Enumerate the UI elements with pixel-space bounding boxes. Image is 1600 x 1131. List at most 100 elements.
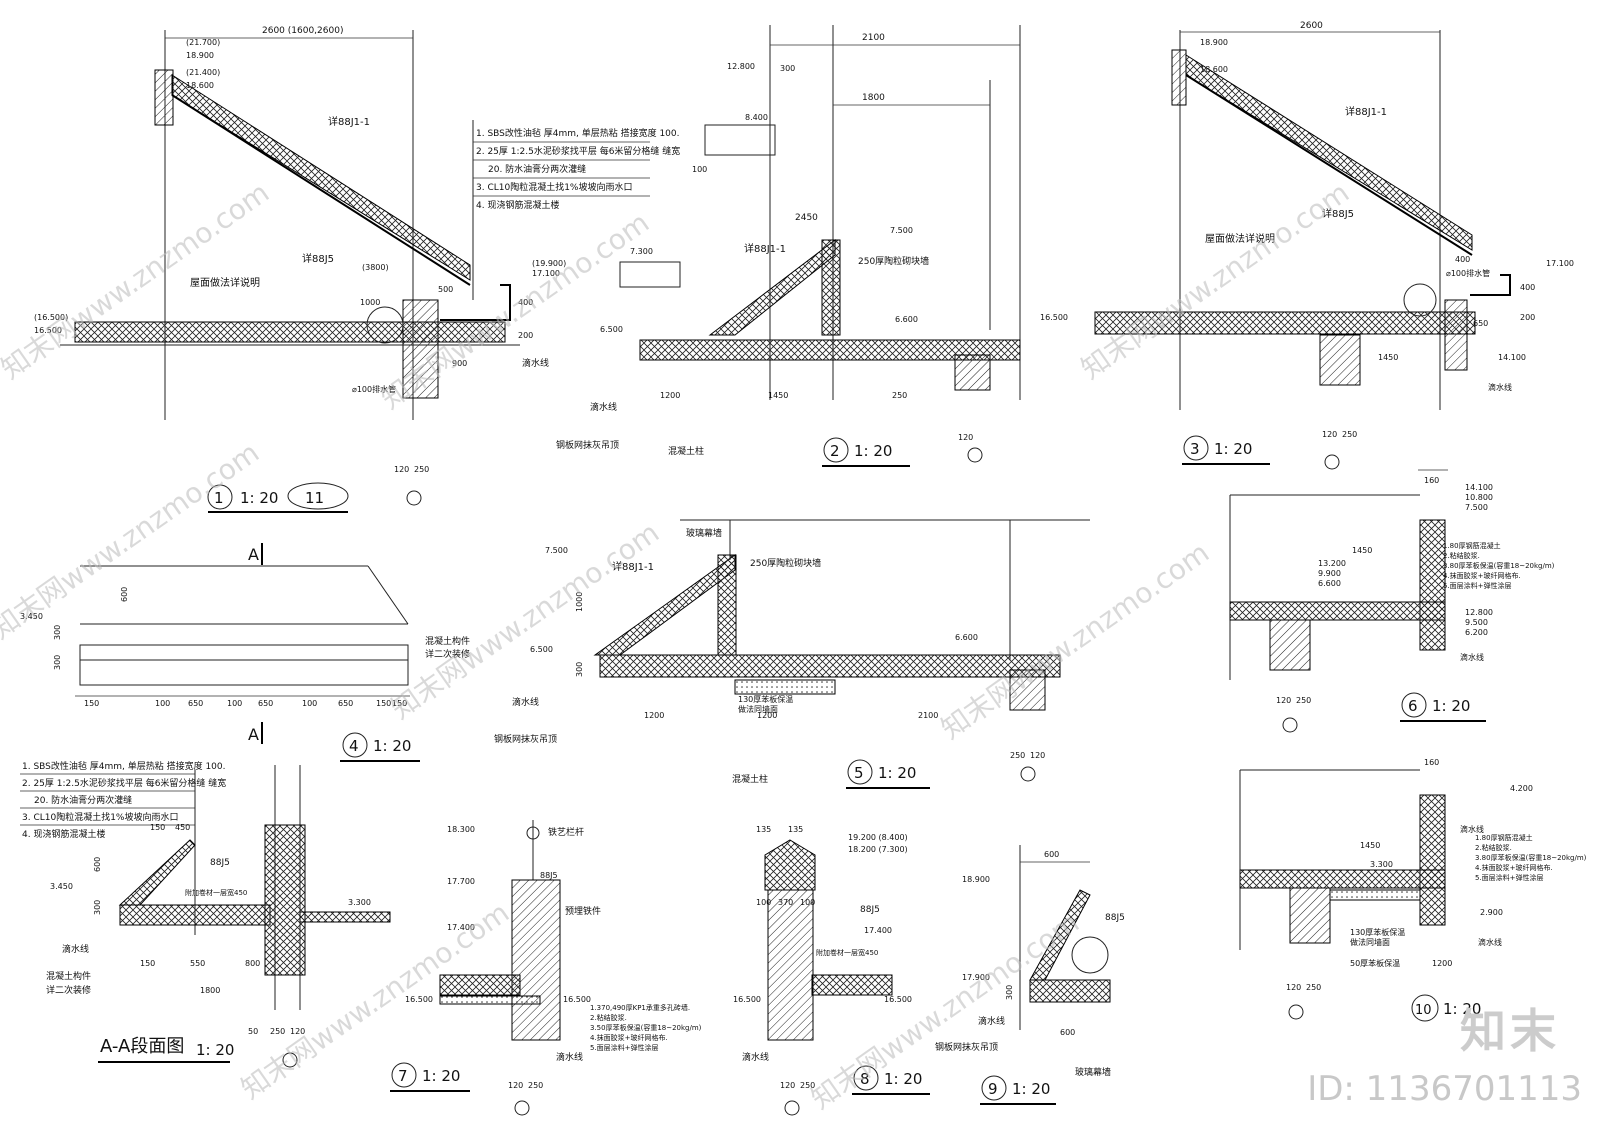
d1-drip: 滴水线 [522,357,549,369]
watermark-text: 知末网www.znzmo.com [1075,176,1355,386]
d8-ref: 88J5 [860,905,880,915]
daa-title: A-A段面图 [100,1036,184,1057]
d1-elev: 18.600 [186,81,214,90]
d4-section-top: A [248,545,259,564]
d6-elev: 9.500 [1465,618,1488,627]
d9-elev: 18.900 [962,875,990,884]
d5-column: 混凝土柱 [732,773,768,785]
daa-dim: 120 [290,1027,305,1036]
d3-elev: 17.100 [1546,259,1574,268]
daa-extra: 附加卷材一层宽450 [185,888,247,897]
daa-dim: 150 [150,823,165,832]
d6-elev: 6.200 [1465,628,1488,637]
note-line: 20. 防水油膏分两次灌缝 [34,794,132,806]
d7-dim: 250 [528,1081,543,1090]
d10-elev: 3.300 [1370,860,1393,869]
d3-elev: 18.600 [1200,65,1228,74]
d2-elev: 8.400 [745,113,768,122]
svg-text:3: 3 [1190,440,1200,458]
d8-dim: 135 [756,825,771,834]
d1-elev: (16.500) [34,313,68,322]
d2-ceiling: 钢板网抹灰吊顶 [556,439,619,451]
d6-drip: 滴水线 [1460,652,1484,662]
d5-ceiling: 钢板网抹灰吊顶 [494,733,557,745]
d4-scale: 1: 20 [373,737,411,755]
d8-scale: 1: 20 [884,1070,922,1088]
wall-note-7: 3.50厚苯板保温(容重18~20kg/m) [590,1023,702,1032]
wall-note: 1.80厚钢筋混凝土 [1443,541,1501,550]
wall-note-7: 2.粘结胶浆. [590,1013,627,1022]
d4-dim: 150 [84,699,99,708]
note-line: 1. SBS改性油毡 厚4mm, 单层热粘 搭接宽度 100. [476,127,680,139]
d6-elev: 13.200 [1318,559,1346,568]
d1-elev: 16.500 [34,326,62,335]
wall-note: 4.抹面胶浆+玻纤网格布. [1443,571,1521,580]
wall-note: 3.80厚苯板保温(容重18~20kg/m) [1443,561,1555,570]
wall-note-7: 1.370,490厚KP1承重多孔砖墙. [590,1003,690,1012]
d1-dim: 1000 [360,298,380,307]
detail-7: 铁艺栏杆 预埋铁件 88J5 18.300 17.700 17.400 16.5… [390,820,702,1116]
notes-list-top: 1. SBS改性油毡 厚4mm, 单层热粘 搭接宽度 100. 2. 25厚 1… [472,120,680,300]
svg-text:2: 2 [830,442,840,460]
d5-dim: 1200 [757,711,777,720]
d7-drip: 滴水线 [556,1051,583,1063]
d10-drip: 滴水线 [1460,824,1484,834]
d4-dim: 650 [258,699,273,708]
wall-note-10: 5.面层涂料+弹性涂层 [1475,873,1544,882]
d10-elev: 2.900 [1480,908,1503,917]
d2-dim: 100 [692,165,707,174]
note-line: 1. SBS改性油毡 厚4mm, 单层热粘 搭接宽度 100. [22,760,226,772]
d2-dim: 250 [892,391,907,400]
daa-dim: 1800 [200,986,220,995]
d10-dim: 250 [1306,983,1321,992]
d6-dim: 120 [1276,696,1291,705]
d10-elev: 4.200 [1510,784,1533,793]
d5-glass: 玻璃幕墙 [686,527,722,539]
d5-scale: 1: 20 [878,764,916,782]
note-line: 4. 现浇钢筋混凝土楼 [476,199,559,211]
d10-insul-a: 130厚苯板保温 [1350,927,1405,937]
detail-4: A A 3.450 600 300 300 150 100 650 100 65… [20,543,470,762]
d1-elev: (21.700) [186,38,220,47]
d1-dim: 120 [394,465,409,474]
d6-elev: 14.100 [1465,483,1493,492]
d5-elev: 6.600 [955,633,978,642]
d3-dim: 650 [1473,319,1488,328]
d7-rail: 铁艺栏杆 [548,826,584,838]
d4-dim: 650 [338,699,353,708]
note-line: 2. 25厚 1:2.5水泥砂浆找平层 每6米留分格缝 缝宽 [476,145,680,157]
d1-dim: 250 [414,465,429,474]
daa-dim: 450 [175,823,190,832]
d5-wall: 250厚陶粒砌块墙 [750,557,821,569]
d5-dim: 300 [575,662,584,677]
daa-dim: 550 [190,959,205,968]
d3-dim: 2600 [1300,21,1323,31]
d3-dim: 250 [1342,430,1357,439]
d10-drip-b: 滴水线 [1478,937,1502,947]
d5-elev: 7.500 [545,546,568,555]
d8-elev: 17.400 [864,926,892,935]
detail-2: 2100 1800 2450 12.800 8.400 7.300 7.500 … [556,25,1021,467]
d1-dim: 900 [452,359,467,368]
d1-dim: (3800) [362,263,389,272]
svg-text:7: 7 [398,1067,408,1085]
d10-dim: 1450 [1360,841,1380,850]
daa-scale: 1: 20 [196,1041,234,1059]
d7-dim: 120 [508,1081,523,1090]
svg-text:1: 1 [214,489,224,507]
d4-dim: 150 [392,699,407,708]
d4-section-bottom: A [248,725,259,744]
wall-note-10: 3.80厚苯板保温(容重18~20kg/m) [1475,853,1587,862]
wall-note-7: 5.面层涂料+弹性涂层 [590,1043,659,1052]
d9-drip: 滴水线 [978,1015,1005,1027]
d9-dim: 600 [1060,1028,1075,1037]
d1-dim-top: 2600 (1600,2600) [262,26,343,36]
detail-1: 2600 (1600,2600) (21.700) 18.900 (21.400… [34,26,566,513]
d3-elev: 16.500 [1040,313,1068,322]
d7-elev: 18.300 [447,825,475,834]
d4-dim: 100 [302,699,317,708]
d10-dim: 160 [1424,758,1439,767]
d2-dim: 2450 [795,213,818,223]
d10-insul-b: 做法同墙面 [1350,937,1390,947]
note-line: 20. 防水油膏分两次灌缝 [488,163,586,175]
